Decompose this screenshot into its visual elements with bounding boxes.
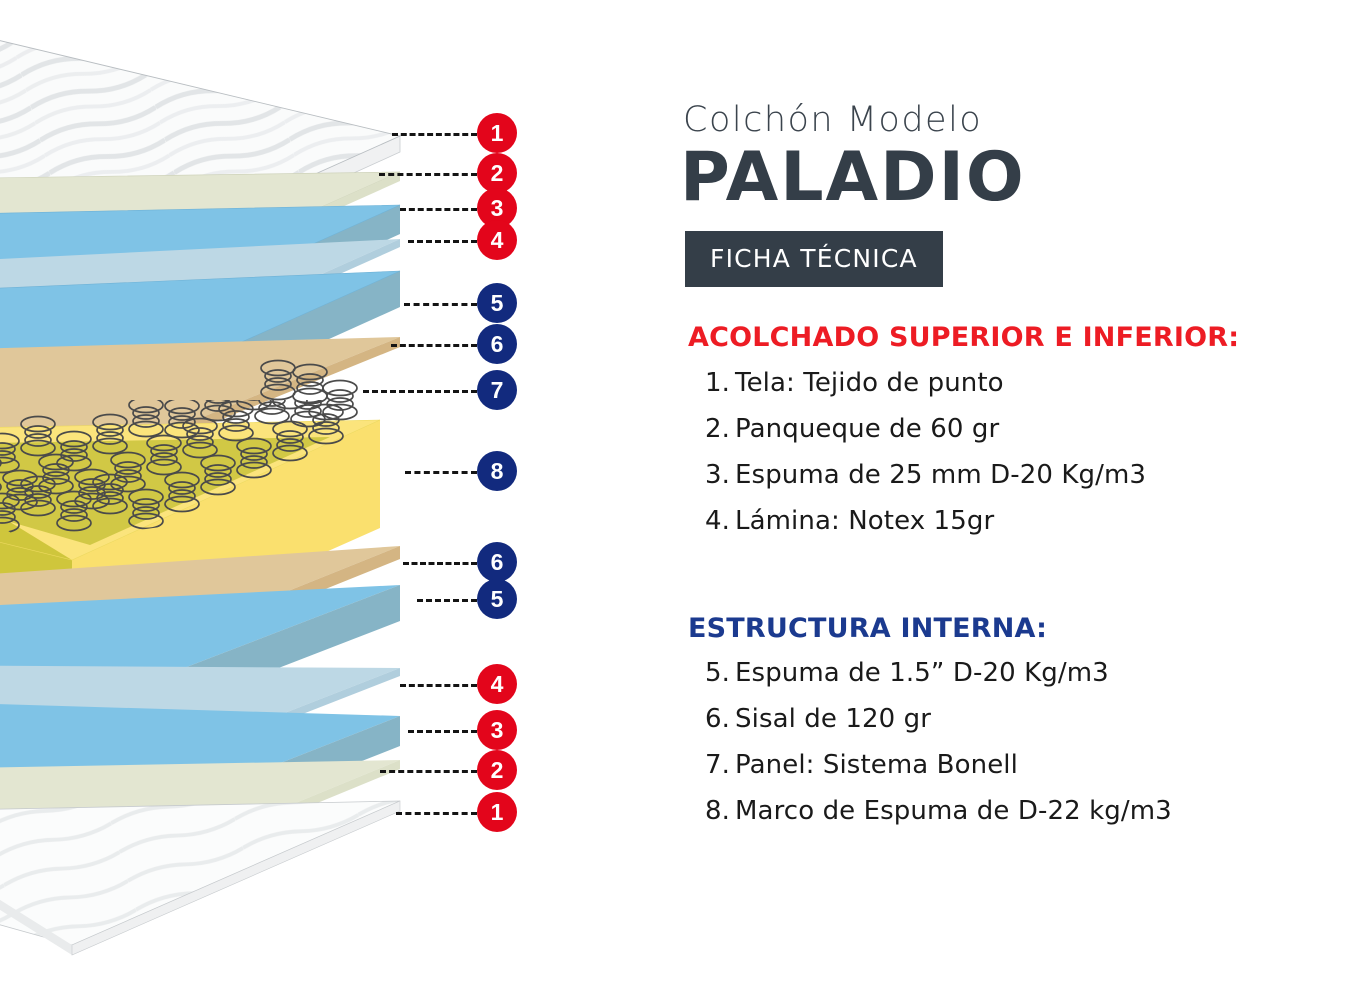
section-title-estructura: ESTRUCTURA INTERNA: (688, 613, 1048, 644)
callout-leader-line (391, 344, 477, 347)
spec-item-text: Panqueque de 60 gr (735, 414, 1000, 444)
spec-item-number: 4. (705, 506, 731, 536)
spec-item-number: 5. (705, 658, 731, 688)
product-kicker: Colchón Modelo (683, 100, 983, 140)
layer-callout-badge-5[interactable]: 5 (477, 579, 517, 619)
callout-leader-line (379, 173, 477, 176)
callout-leader-line (405, 471, 477, 474)
spec-item-text: Panel: Sistema Bonell (735, 750, 1018, 780)
callout-leader-line (408, 730, 477, 733)
callout-leader-line (400, 684, 477, 687)
callout-leader-line (363, 390, 477, 393)
product-model-title: PALADIO (680, 138, 1026, 217)
spec-item: 8.Marco de Espuma de D-22 kg/m3 (683, 796, 1172, 826)
callout-leader-line (417, 599, 477, 602)
layer-callout-badge-8[interactable]: 8 (477, 451, 517, 491)
section-title-acolchado: ACOLCHADO SUPERIOR E INFERIOR: (688, 322, 1240, 353)
spec-item: 3.Espuma de 25 mm D-20 Kg/m3 (683, 460, 1146, 490)
spec-item-text: Espuma de 1.5” D-20 Kg/m3 (735, 658, 1109, 688)
layer-callout-badge-2[interactable]: 2 (477, 750, 517, 790)
spec-item: 1.Tela: Tejido de punto (683, 368, 1146, 398)
layer-callout-badge-1[interactable]: 1 (477, 113, 517, 153)
callout-leader-line (408, 240, 477, 243)
spec-item-text: Tela: Tejido de punto (735, 368, 1004, 398)
layer-callout-badge-2[interactable]: 2 (477, 153, 517, 193)
spec-item-number: 1. (705, 368, 731, 398)
callout-leader-line (380, 770, 477, 773)
callout-leader-line (404, 303, 477, 306)
ficha-tecnica-badge: FICHA TÉCNICA (685, 231, 943, 287)
spec-item-number: 7. (705, 750, 731, 780)
spec-item: 7.Panel: Sistema Bonell (683, 750, 1172, 780)
layer-callout-badge-7[interactable]: 7 (477, 370, 517, 410)
callout-leader-line (392, 133, 477, 136)
callout-leader-line (403, 562, 477, 565)
spec-item-text: Lámina: Notex 15gr (735, 506, 995, 536)
layer-callout-badge-4[interactable]: 4 (477, 220, 517, 260)
spec-item-number: 3. (705, 460, 731, 490)
layer-callout-badge-5[interactable]: 5 (477, 283, 517, 323)
spec-item: 2.Panqueque de 60 gr (683, 414, 1146, 444)
layer-callout-badge-1[interactable]: 1 (477, 792, 517, 832)
layer-callout-badge-3[interactable]: 3 (477, 710, 517, 750)
spec-item: 4.Lámina: Notex 15gr (683, 506, 1146, 536)
spec-item: 6.Sisal de 120 gr (683, 704, 1172, 734)
spec-item-text: Marco de Espuma de D-22 kg/m3 (735, 796, 1172, 826)
spec-item: 5.Espuma de 1.5” D-20 Kg/m3 (683, 658, 1172, 688)
spec-item-text: Sisal de 120 gr (735, 704, 932, 734)
spec-item-number: 8. (705, 796, 731, 826)
layer-callout-badge-6[interactable]: 6 (477, 542, 517, 582)
layer-callout-badge-6[interactable]: 6 (477, 324, 517, 364)
spec-item-number: 6. (705, 704, 731, 734)
layer-callout-badge-4[interactable]: 4 (477, 664, 517, 704)
callout-leader-line (400, 208, 477, 211)
spec-panel: Colchón Modelo PALADIO FICHA TÉCNICA ACO… (680, 0, 1359, 1000)
callout-leader-line (396, 812, 477, 815)
spec-item-number: 2. (705, 414, 731, 444)
spec-item-text: Espuma de 25 mm D-20 Kg/m3 (735, 460, 1147, 490)
